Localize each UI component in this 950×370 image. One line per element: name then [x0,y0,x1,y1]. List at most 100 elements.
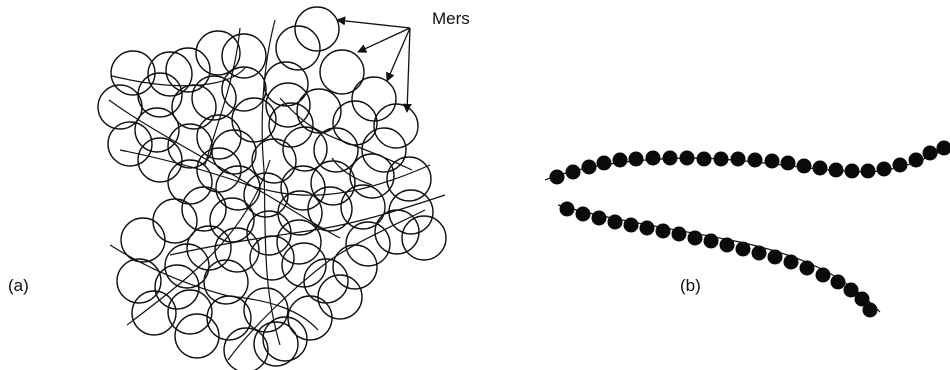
mer-circle [249,235,295,281]
mer-circle [332,244,378,290]
chain-line [261,19,281,346]
bead-mers [549,140,950,318]
mer-circle [174,313,220,359]
bead-lower [843,282,859,298]
panel-a-amorphous-polymer [97,6,447,370]
chain-line [108,99,341,239]
bead-upper [662,150,678,166]
bead-lower [719,237,735,253]
callout-arrow [336,16,411,29]
bead-lower [575,206,591,222]
mer-circle [214,227,260,273]
mer-circle [221,33,267,79]
bead-upper [780,155,796,171]
bead-upper [876,161,892,177]
callout-arrow [402,27,412,113]
mer-circle [388,189,434,235]
mer-circle [265,82,311,128]
mer-circle [165,47,211,93]
bead-upper [844,163,860,179]
chain-line [279,97,413,171]
mer-circle [319,49,365,95]
bead-lower [687,230,703,246]
mer-circle [307,186,353,232]
bead-upper [796,158,812,174]
panel-b-bead-chains [544,140,950,318]
bead-upper [812,160,828,176]
bead-lower [671,226,687,242]
bead-upper [628,151,644,167]
chain-line [111,67,246,87]
bead-upper [747,152,763,168]
bead-upper [764,153,780,169]
mer-circle [317,274,363,320]
bead-lower [854,291,870,307]
bead-upper [549,169,565,185]
bead-lower [830,274,846,290]
bead-upper [581,159,597,175]
bead-lower [623,217,639,233]
bead-upper [908,152,924,168]
mer-circle [373,103,419,149]
mer-circle [263,61,309,107]
chain-line [119,149,431,196]
mer-circle [137,72,183,118]
mer-circle [361,127,407,173]
bead-upper [892,157,908,173]
callout-arrow [357,27,411,53]
mer-circle [181,186,227,232]
mers-label: Mers [432,9,470,28]
mer-circle [296,88,342,134]
bead-lower [783,254,799,270]
mer-circle [276,219,322,265]
bead-upper [922,145,938,161]
bead-lower [639,220,655,236]
mer-circles [97,6,447,370]
mer-circle [332,100,378,146]
bead-upper [612,152,628,168]
mer-circle [401,215,447,261]
mer-circle [345,221,391,267]
bead-lower [607,214,623,230]
mer-circle [164,243,210,289]
mer-circle [131,290,177,336]
bead-lower [703,233,719,249]
mer-circle [120,217,166,263]
bead-upper [696,151,712,167]
mer-circle [340,184,386,230]
mer-circle [167,289,213,335]
mer-circle [251,138,297,184]
mer-circle [191,75,237,121]
mer-circle [209,197,255,243]
mer-circle [246,210,292,256]
chain-line [169,194,446,256]
bead-lower [767,249,783,265]
bead-upper [936,140,950,156]
mer-circle [349,153,395,199]
mer-callout-arrows [336,16,412,113]
bead-lower [655,223,671,239]
bead-upper [860,163,876,179]
mer-circle [206,295,252,341]
bead-upper [679,150,695,166]
mer-circle [275,25,321,71]
mer-circle [313,127,359,173]
bead-upper [565,164,581,180]
mer-circle [294,6,340,52]
bead-lower [862,302,878,318]
mer-circle [253,321,299,367]
mer-circle [215,165,261,211]
mer-circle [280,165,326,211]
mer-circle [167,123,213,169]
mer-circle [116,258,162,304]
mer-circle [282,126,328,172]
chain-line [126,159,271,326]
chain-line [331,157,373,186]
bead-upper [713,151,729,167]
mer-circle [221,66,267,112]
bead-upper [730,151,746,167]
mer-circle [137,137,183,183]
bead-lower [591,210,607,226]
bead-upper [596,155,612,171]
bead-chain-line-lower [557,204,881,313]
